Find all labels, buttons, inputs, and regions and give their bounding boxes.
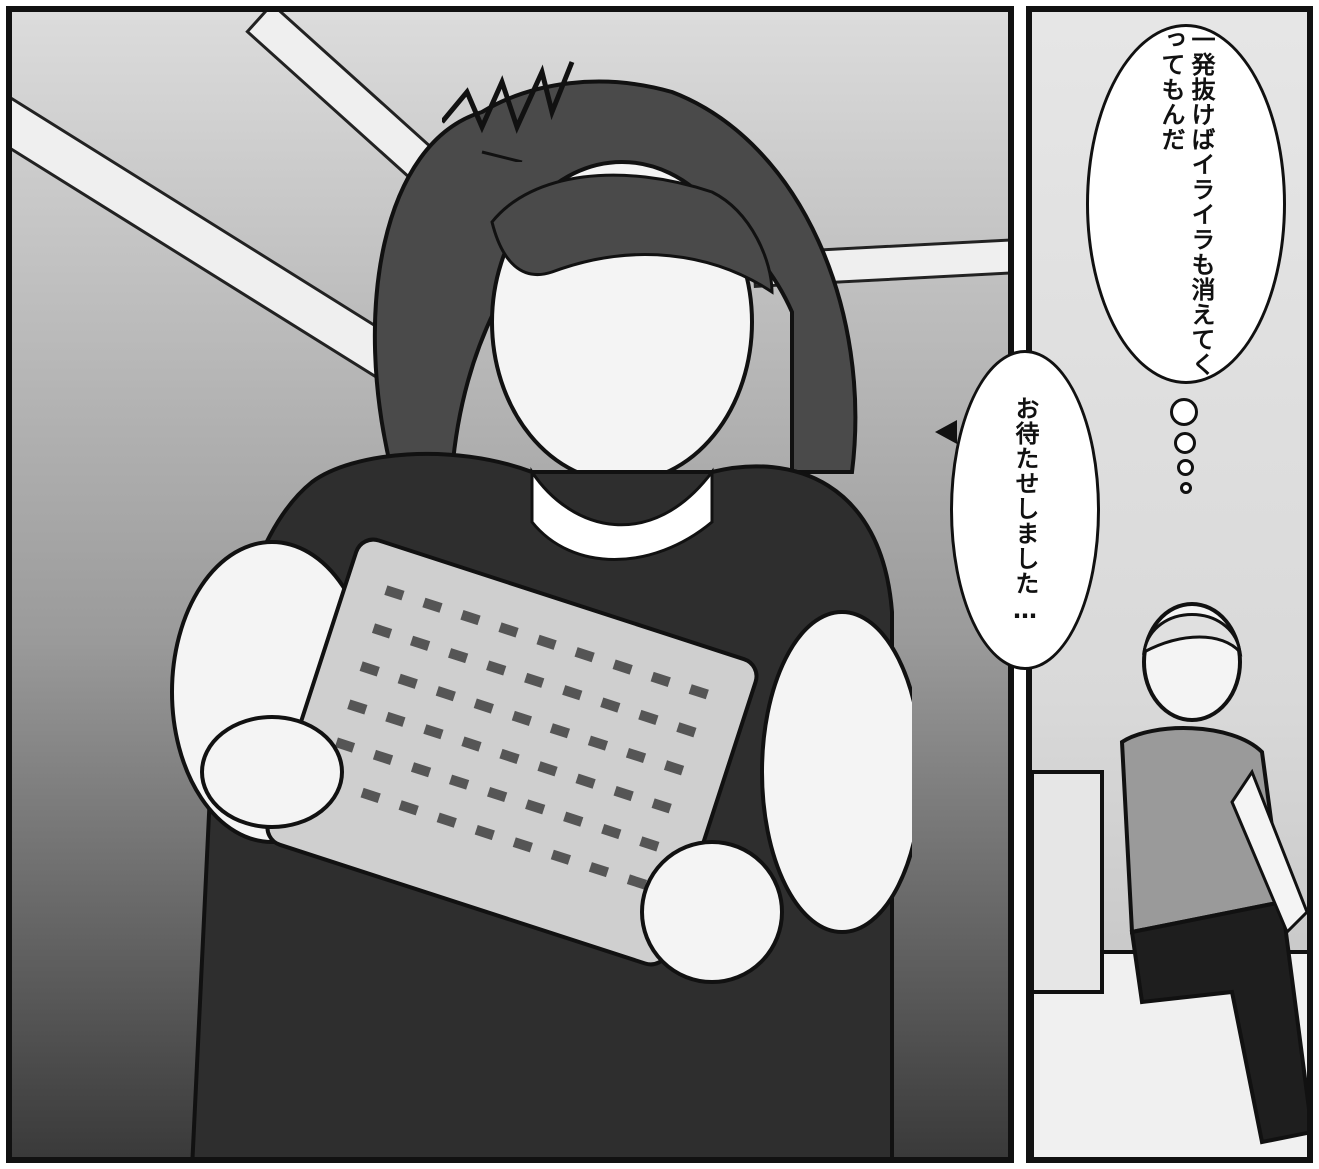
seated-character-figure [1032, 572, 1307, 1157]
seated-character-silhouette [1032, 602, 1307, 1157]
speech-bubble: お待たせしました… [950, 350, 1100, 670]
panel-left [6, 6, 1014, 1163]
thought-dot [1177, 459, 1194, 476]
character-figure [152, 52, 912, 1157]
irritation-sfx-icon [442, 61, 575, 162]
thought-dot [1174, 432, 1196, 454]
thought-text: 一発抜けばイライラも消えてくってもんだ [1157, 27, 1215, 377]
thought-dot [1180, 482, 1192, 494]
thought-dot [1170, 398, 1198, 426]
character-silhouette [170, 79, 912, 1157]
speech-bubble-tail [935, 420, 957, 444]
thought-bubble: 一発抜けばイライラも消えてくってもんだ [1086, 24, 1286, 384]
speech-text: お待たせしました… [1011, 395, 1039, 625]
